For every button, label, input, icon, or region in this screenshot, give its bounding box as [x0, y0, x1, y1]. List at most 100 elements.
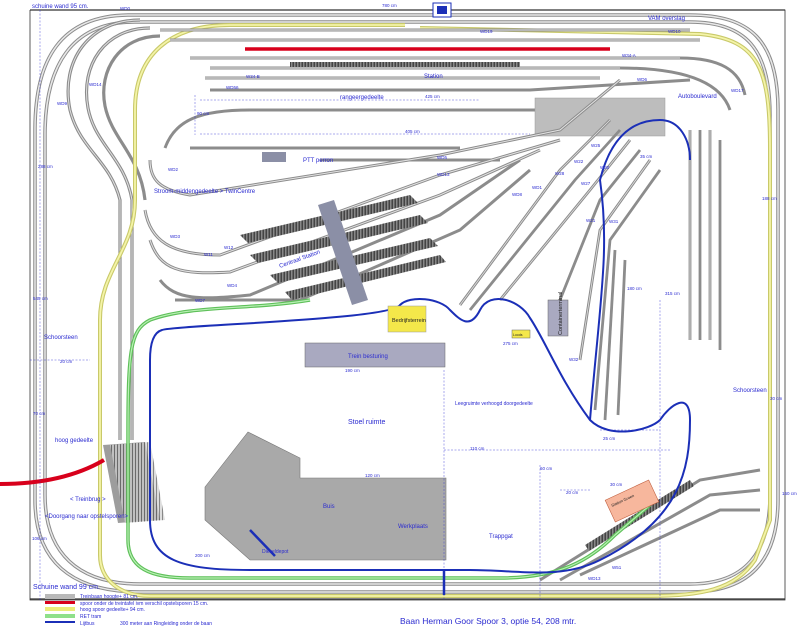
dim-275: 275 cm	[503, 341, 518, 346]
turnout-w34b: W34-B	[246, 74, 260, 79]
dim-30b: 30 cm	[770, 396, 783, 401]
bus-route	[149, 298, 692, 574]
turnout-w30: W30	[600, 165, 610, 170]
rangeer-label: rangeergedeelte	[340, 95, 384, 101]
werkplaats-label: Werkplaats	[398, 524, 428, 530]
dim-35: 35 cm	[640, 154, 653, 159]
centraal-station	[240, 152, 446, 305]
turnout-w31: W31	[609, 219, 619, 224]
turnout-w21: W21	[586, 218, 596, 223]
turnout-w12: W12	[224, 245, 234, 250]
turnout-wd14: WD14	[89, 82, 102, 87]
legend-swatch-4	[45, 621, 75, 623]
stroom-label: Stroom-middengedeelte > TwinCentre	[154, 189, 256, 195]
legend-text-0: Treinbaan hoogte+ 81 cm.	[80, 594, 138, 600]
train-control-block	[304, 342, 446, 368]
bedrijf-label: Bedrijfsterrein	[392, 318, 426, 324]
turnout-w25: W25	[591, 143, 601, 148]
tree-bridge	[103, 442, 165, 523]
legend: Treinbaan hoogte+ 81 cm. spoor onder de …	[45, 594, 212, 627]
chimney-right-label: Schoorsteen	[733, 388, 767, 394]
container-block	[547, 299, 569, 337]
dim-425: 425 cm	[425, 94, 440, 99]
station-platform	[290, 62, 520, 67]
dim-180: 180 cm	[627, 286, 642, 291]
turnout-wd3: WD3	[170, 234, 180, 239]
station-groen-block	[604, 479, 660, 523]
diagram-title: Baan Herman Goor Spoor 3, optie 54, 208 …	[400, 616, 576, 626]
turnout-wd19: WD19	[480, 29, 493, 34]
turnout-wd9: WD9	[57, 101, 67, 106]
turnout-wd13b: WD13	[588, 576, 601, 581]
chimney-left-label: Schoorsteen	[44, 335, 78, 341]
wall-label-top-left: schuine wand 95 cm.	[32, 4, 89, 10]
dim-20b: 20 cm	[60, 359, 73, 364]
left-helix	[66, 18, 161, 440]
turnout-w27: W27	[581, 181, 591, 186]
turnout-wd17: WD17	[731, 88, 744, 93]
turnout-wd2: WD2	[168, 167, 178, 172]
leeg-label: Leegruimte verhoogd doorgedeelte	[455, 401, 533, 407]
turnout-wd0: WD0	[120, 6, 130, 11]
turnout-wd10: WD10	[668, 29, 681, 34]
legend-text-1: spoor onder de treintafel ivm verschil o…	[80, 601, 208, 607]
dim-190: 190 cm	[345, 368, 360, 373]
turnout-w34a: W34-A	[622, 53, 636, 58]
dim-160: 160 cm	[782, 491, 797, 496]
dim-70: 70 cm	[33, 411, 46, 416]
stoel-label: Stoel ruimte	[348, 419, 385, 426]
loods-block	[511, 329, 531, 339]
turnout-w22: W22	[574, 159, 584, 164]
dim-20: 20 cm	[566, 490, 579, 495]
turnout-w28: W28	[555, 171, 565, 176]
legend-swatch-1	[45, 601, 75, 604]
bedrijfsterrein-block	[387, 305, 427, 333]
dim-25: 25 cm	[603, 436, 616, 441]
autoboulevard-label: Autoboulevard	[678, 94, 717, 100]
buis-label: Buis	[323, 504, 335, 510]
turnout-wd6: WD6	[637, 77, 647, 82]
treinbrug-label: < Treinbrug >	[70, 497, 106, 503]
dim-200: 200 cm	[195, 553, 210, 558]
legend-note: 300 meter aan Ringleiding onder de baan	[120, 621, 212, 627]
ptt-building	[262, 152, 286, 162]
dim-288: 288 cm	[38, 164, 53, 169]
diesel-label: Dieseldepot	[262, 549, 289, 555]
dim-30: 30 cm	[610, 482, 623, 487]
station-label: Station	[424, 74, 443, 80]
trappgat-label: Trappgat	[489, 534, 513, 540]
turnout-wd1: WD1	[532, 185, 542, 190]
dim-120: 120 cm	[365, 473, 380, 478]
legend-swatch-0	[45, 594, 75, 599]
loods-label: Loods	[513, 333, 523, 337]
vam-label: VAM overslag	[648, 16, 685, 22]
dim-90: 90 cm	[197, 111, 210, 116]
turnout-labels: WD0 WD19 W34-B W34-A WD6 WD10 WD17 WD14 …	[57, 6, 744, 581]
legend-text-3: RET tram	[80, 614, 101, 620]
ptt-label: PTT perron	[303, 158, 333, 164]
dim-315: 315 cm	[665, 291, 680, 296]
dim-188: 188 cm	[762, 196, 777, 201]
turnout-wd4: WD4	[227, 283, 237, 288]
legend-swatch-3	[45, 614, 75, 618]
workshop-area	[204, 431, 447, 561]
dim-110: 110 cm	[470, 446, 485, 451]
under-track-left	[0, 458, 106, 486]
dim-106: 106 cm	[32, 536, 47, 541]
container-label: Containerterminal	[558, 292, 564, 335]
wall-label-bottom-left: Schuine wand 99 cm.	[33, 584, 100, 591]
trein-besturing-label: Trein besturing	[348, 354, 388, 360]
turnout-wd13: WD13	[437, 172, 450, 177]
legend-text-4: Lijtbus	[80, 621, 95, 627]
turnout-w51: W51	[612, 565, 622, 570]
right-fan	[458, 119, 722, 421]
turnout-wd8: WD8	[512, 192, 522, 197]
turnout-w11: W11	[204, 252, 213, 257]
dimension-lines	[30, 10, 670, 600]
hoog-label: hoog gedeelte	[55, 438, 94, 444]
dim-60: 60 cm	[540, 466, 553, 471]
dim-405: 405 cm	[405, 129, 420, 134]
dim-545: 545 cm	[33, 296, 48, 301]
